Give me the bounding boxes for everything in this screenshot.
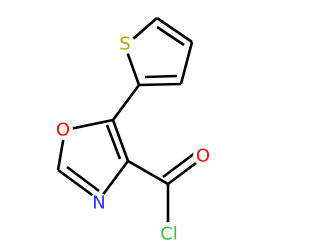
atom-nitrogen: N bbox=[89, 193, 109, 214]
bond-c4-c5 bbox=[111, 119, 130, 162]
atom-label-n: N bbox=[92, 193, 105, 214]
atom-oxygen-ring: O bbox=[53, 120, 73, 141]
structure-diagram: S O N O Cl bbox=[53, 16, 213, 246]
atom-oxygen-carbonyl: O bbox=[193, 146, 213, 167]
bond-c2-c3-inner bbox=[144, 74, 178, 79]
bond-c4-c5-inner bbox=[156, 25, 185, 47]
bond-c3-c4 bbox=[179, 41, 194, 85]
bond-c4-c5-inner bbox=[105, 124, 122, 160]
bond-ring-link bbox=[111, 84, 141, 121]
acyl-chloride-group bbox=[127, 151, 201, 228]
atom-label-o-ring: O bbox=[56, 120, 70, 141]
atom-chlorine: Cl bbox=[157, 222, 181, 246]
bond-carbonyl-o-inner bbox=[162, 151, 196, 179]
bond-c2-c3 bbox=[138, 82, 182, 87]
bond-c4-carbonyl bbox=[127, 159, 169, 186]
bond-c2-n3 bbox=[57, 168, 100, 202]
thiophene-ring bbox=[123, 16, 194, 87]
atom-label-s: S bbox=[119, 34, 130, 55]
bond-c5-o1 bbox=[64, 118, 114, 132]
atom-sulfur: S bbox=[115, 34, 135, 55]
bond-c4-c5 bbox=[156, 16, 193, 44]
bond-n3-c4 bbox=[97, 160, 130, 201]
atom-label-cl: Cl bbox=[160, 224, 178, 245]
atom-label-o-carbonyl: O bbox=[196, 146, 210, 167]
bond-c2-n3-inner bbox=[66, 165, 100, 193]
bond-carbonyl-o bbox=[167, 158, 201, 186]
